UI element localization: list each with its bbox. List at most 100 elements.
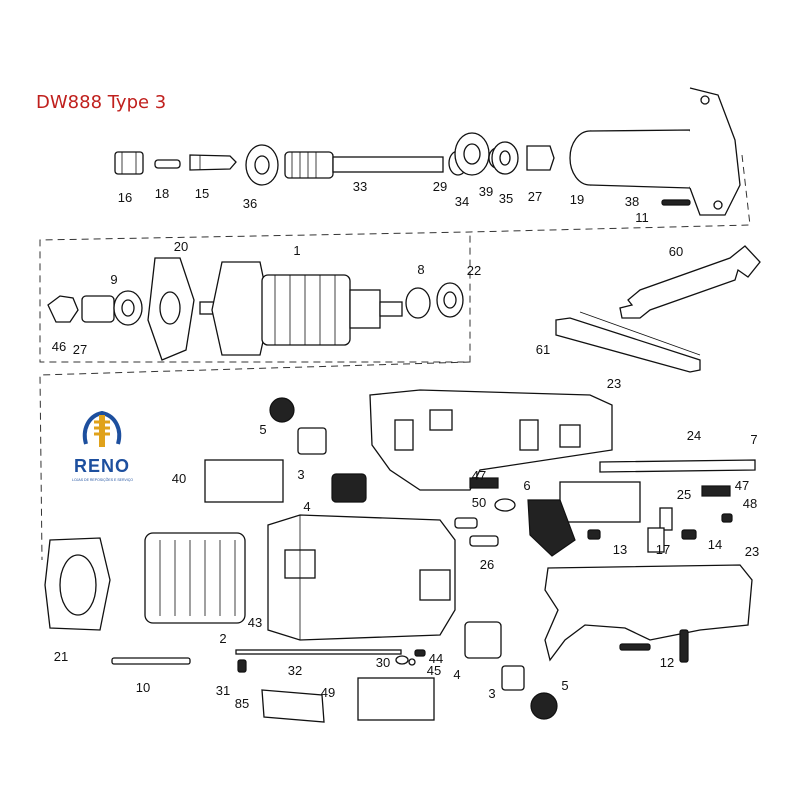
part-32-motor-housing — [267, 514, 456, 641]
callout-4: 4 — [303, 499, 310, 514]
callout-18: 18 — [155, 186, 169, 201]
part-33-spindle — [284, 151, 444, 179]
part-31-screw — [237, 659, 247, 673]
part-8-bearing — [405, 287, 431, 319]
logo-tagline: LOJAS DE REPOSIÇÕES E SERVIÇO — [72, 478, 134, 482]
part-30-clip — [395, 655, 409, 665]
part-48-screw — [721, 513, 733, 523]
part-60-wrench — [619, 245, 761, 319]
part-44-screw — [414, 649, 426, 657]
callout-47: 47 — [735, 478, 749, 493]
part-47-pad-right — [701, 485, 731, 497]
callout-4: 4 — [453, 667, 460, 682]
part-6-switch — [527, 481, 641, 557]
part-32-rod — [235, 649, 402, 655]
part-27-coupling-top — [526, 145, 555, 171]
callout-13: 13 — [613, 542, 627, 557]
callout-44: 44 — [429, 651, 443, 666]
part-36-washer — [245, 144, 279, 186]
callout-21: 21 — [54, 649, 68, 664]
callout-39: 39 — [479, 184, 493, 199]
callout-19: 19 — [570, 192, 584, 207]
part-21-end-bell — [44, 537, 111, 631]
spindle-assembly — [114, 87, 741, 216]
part-9-bearing — [113, 290, 143, 326]
brand-logo: RENO LOJAS DE REPOSIÇÕES E SERVIÇO — [72, 408, 134, 482]
part-85-label — [261, 689, 325, 723]
part-10-screw — [111, 657, 191, 665]
callout-36: 36 — [243, 196, 257, 211]
armature-group — [47, 257, 464, 361]
part-23-handle-half-lower — [544, 564, 753, 662]
part-45-washer — [408, 658, 416, 666]
callout-5: 5 — [259, 422, 266, 437]
part-27-coupling-mid — [81, 295, 115, 323]
part-50-terminal — [494, 498, 516, 512]
part-17-spacer — [647, 527, 665, 553]
callout-5: 5 — [561, 678, 568, 693]
part-20-baffle — [147, 257, 195, 361]
callout-48: 48 — [743, 496, 757, 511]
callout-30: 30 — [376, 655, 390, 670]
part-40-label — [204, 459, 284, 503]
callout-15: 15 — [195, 186, 209, 201]
lower-group-boundary — [39, 361, 471, 561]
part-3-brush-lower — [501, 665, 525, 691]
part-25-clip — [659, 507, 673, 531]
callout-20: 20 — [174, 239, 188, 254]
part-13-screw — [587, 529, 601, 540]
part-49-label — [357, 677, 435, 721]
callout-38: 38 — [625, 194, 639, 209]
callout-85: 85 — [235, 696, 249, 711]
callout-11: 11 — [635, 210, 649, 225]
callout-8: 8 — [417, 262, 424, 277]
part-5-brush-cap-upper — [269, 397, 295, 423]
callout-24: 24 — [687, 428, 701, 443]
callout-14: 14 — [708, 537, 722, 552]
part-5-brush-cap-lower — [530, 692, 558, 720]
callout-43: 43 — [248, 615, 262, 630]
part-1-armature — [199, 261, 403, 356]
callout-45: 45 — [427, 663, 441, 678]
reno-emblem-icon — [82, 410, 122, 447]
callout-46: 46 — [52, 339, 66, 354]
callout-26: 26 — [480, 557, 494, 572]
callout-12: 12 — [660, 655, 674, 670]
callout-40: 40 — [172, 471, 186, 486]
callout-32: 32 — [288, 663, 302, 678]
callout-23: 23 — [607, 376, 621, 391]
dashed-group-boxes — [39, 154, 751, 561]
diagram-title: DW888 Type 3 — [36, 92, 167, 113]
part-4-brush-holder-lower — [464, 621, 502, 659]
part-2-field — [144, 532, 246, 624]
logo-wordmark: RENO — [73, 456, 130, 476]
part-16-nut — [114, 151, 144, 175]
callout-3: 3 — [297, 467, 304, 482]
callout-25: 25 — [677, 487, 691, 502]
part-11-screw — [661, 199, 691, 206]
callout-27: 27 — [73, 342, 87, 357]
callout-33: 33 — [353, 179, 367, 194]
part-46-knob — [47, 295, 79, 323]
motor-housing-group — [44, 389, 756, 723]
part-47-pad-left — [469, 477, 499, 489]
callout-29: 29 — [433, 179, 447, 194]
callout-6: 6 — [523, 478, 530, 493]
callout-9: 9 — [110, 272, 117, 287]
callout-1: 1 — [293, 243, 300, 258]
part-15-collet — [189, 154, 237, 171]
part-12-screws — [619, 629, 689, 663]
callout-61: 61 — [536, 342, 550, 357]
callout-16: 16 — [118, 190, 132, 205]
callout-31: 31 — [216, 683, 230, 698]
callout-47: 47 — [472, 468, 486, 483]
callout-22: 22 — [467, 263, 481, 278]
callout-7: 7 — [750, 432, 757, 447]
part-3-brush-upper — [297, 427, 327, 455]
part-61-hex-key — [555, 311, 701, 373]
part-22-bearing — [436, 282, 464, 318]
callout-49: 49 — [321, 685, 335, 700]
callout-27: 27 — [528, 189, 542, 204]
